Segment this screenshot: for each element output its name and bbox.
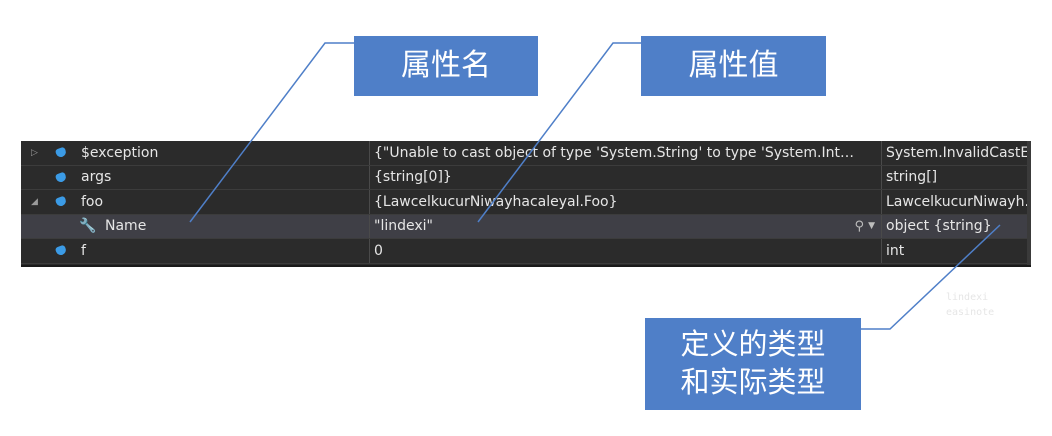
object-icon <box>54 146 68 159</box>
watch-row-args[interactable]: args {string[0]} string[] <box>21 165 1031 190</box>
callout-property-name: 属性名 <box>354 36 538 96</box>
name-cell: ▷ $exception <box>21 141 370 165</box>
magnifier-icon[interactable]: ⚲ <box>854 218 865 234</box>
variable-name: Name <box>105 218 147 235</box>
collapse-arrow-icon[interactable]: ◢ <box>31 196 38 207</box>
callout-type: 定义的类型 和实际类型 <box>645 318 861 410</box>
callout-property-value-text: 属性值 <box>688 48 779 84</box>
watch-row-f[interactable]: f 0 int <box>21 239 1031 264</box>
type-cell: string[] <box>882 166 1031 190</box>
watch-row-name[interactable]: 🔧 Name "lindexi" ⚲ ▼ object {string} <box>21 214 1031 239</box>
variable-type: object {string} <box>886 218 992 235</box>
watch-window: ▷ $exception {"Unable to cast object of … <box>21 141 1031 267</box>
value-cell[interactable]: "lindexi" ⚲ ▼ <box>370 214 882 238</box>
variable-value: 0 <box>374 242 383 259</box>
type-cell: object {string} <box>882 215 1031 239</box>
variable-type: LawcelkucurNiwayh. <box>886 193 1029 210</box>
callout-property-name-text: 属性名 <box>401 48 491 84</box>
dropdown-arrow-icon[interactable]: ▼ <box>868 221 875 232</box>
variable-name: args <box>81 169 112 186</box>
callout-type-text-line2: 和实际类型 <box>680 365 826 399</box>
object-icon <box>54 171 68 183</box>
watch-row-foo[interactable]: ◢ foo {LawcelkucurNiwayhacaleyal.Foo} La… <box>21 190 1031 215</box>
value-cell[interactable]: {"Unable to cast object of type 'System.… <box>370 141 882 165</box>
variable-value: {"Unable to cast object of type 'System.… <box>374 144 854 161</box>
watermark-line1: lindexi <box>946 292 989 303</box>
variable-name: $exception <box>81 144 159 161</box>
watch-row-exception[interactable]: ▷ $exception {"Unable to cast object of … <box>21 141 1031 166</box>
visualizer-tools[interactable]: ⚲ ▼ <box>855 219 875 234</box>
variable-value: "lindexi" <box>374 218 433 235</box>
variable-value: {LawcelkucurNiwayhacaleyal.Foo} <box>374 193 618 210</box>
object-icon <box>54 244 68 257</box>
variable-type: System.InvalidCastE <box>886 144 1030 161</box>
variable-value: {string[0]} <box>374 169 452 186</box>
name-cell: args <box>21 165 370 189</box>
wrench-icon: 🔧 <box>79 218 97 235</box>
variable-type: int <box>886 242 905 259</box>
type-cell: System.InvalidCastE <box>882 141 1031 165</box>
expand-arrow-icon[interactable]: ▷ <box>31 147 38 158</box>
variable-name: foo <box>81 193 104 210</box>
name-cell: f <box>21 239 370 263</box>
name-cell: ◢ foo <box>21 190 370 214</box>
watermark: lindexi easinote <box>946 290 994 320</box>
value-cell[interactable]: {string[0]} <box>370 165 882 189</box>
callout-property-value: 属性值 <box>641 36 826 96</box>
callout-type-text-line1: 定义的类型 <box>680 327 826 362</box>
watermark-line2: easinote <box>946 307 995 318</box>
object-icon <box>54 195 68 208</box>
value-cell[interactable]: 0 <box>370 239 882 263</box>
variable-type: string[] <box>886 169 938 186</box>
type-cell: int <box>882 239 1031 263</box>
type-cell: LawcelkucurNiwayh. <box>882 190 1031 214</box>
name-cell: 🔧 Name <box>21 214 370 238</box>
vertical-scrollbar[interactable] <box>1027 141 1031 265</box>
variable-name: f <box>81 242 86 259</box>
value-cell[interactable]: {LawcelkucurNiwayhacaleyal.Foo} <box>370 190 882 214</box>
